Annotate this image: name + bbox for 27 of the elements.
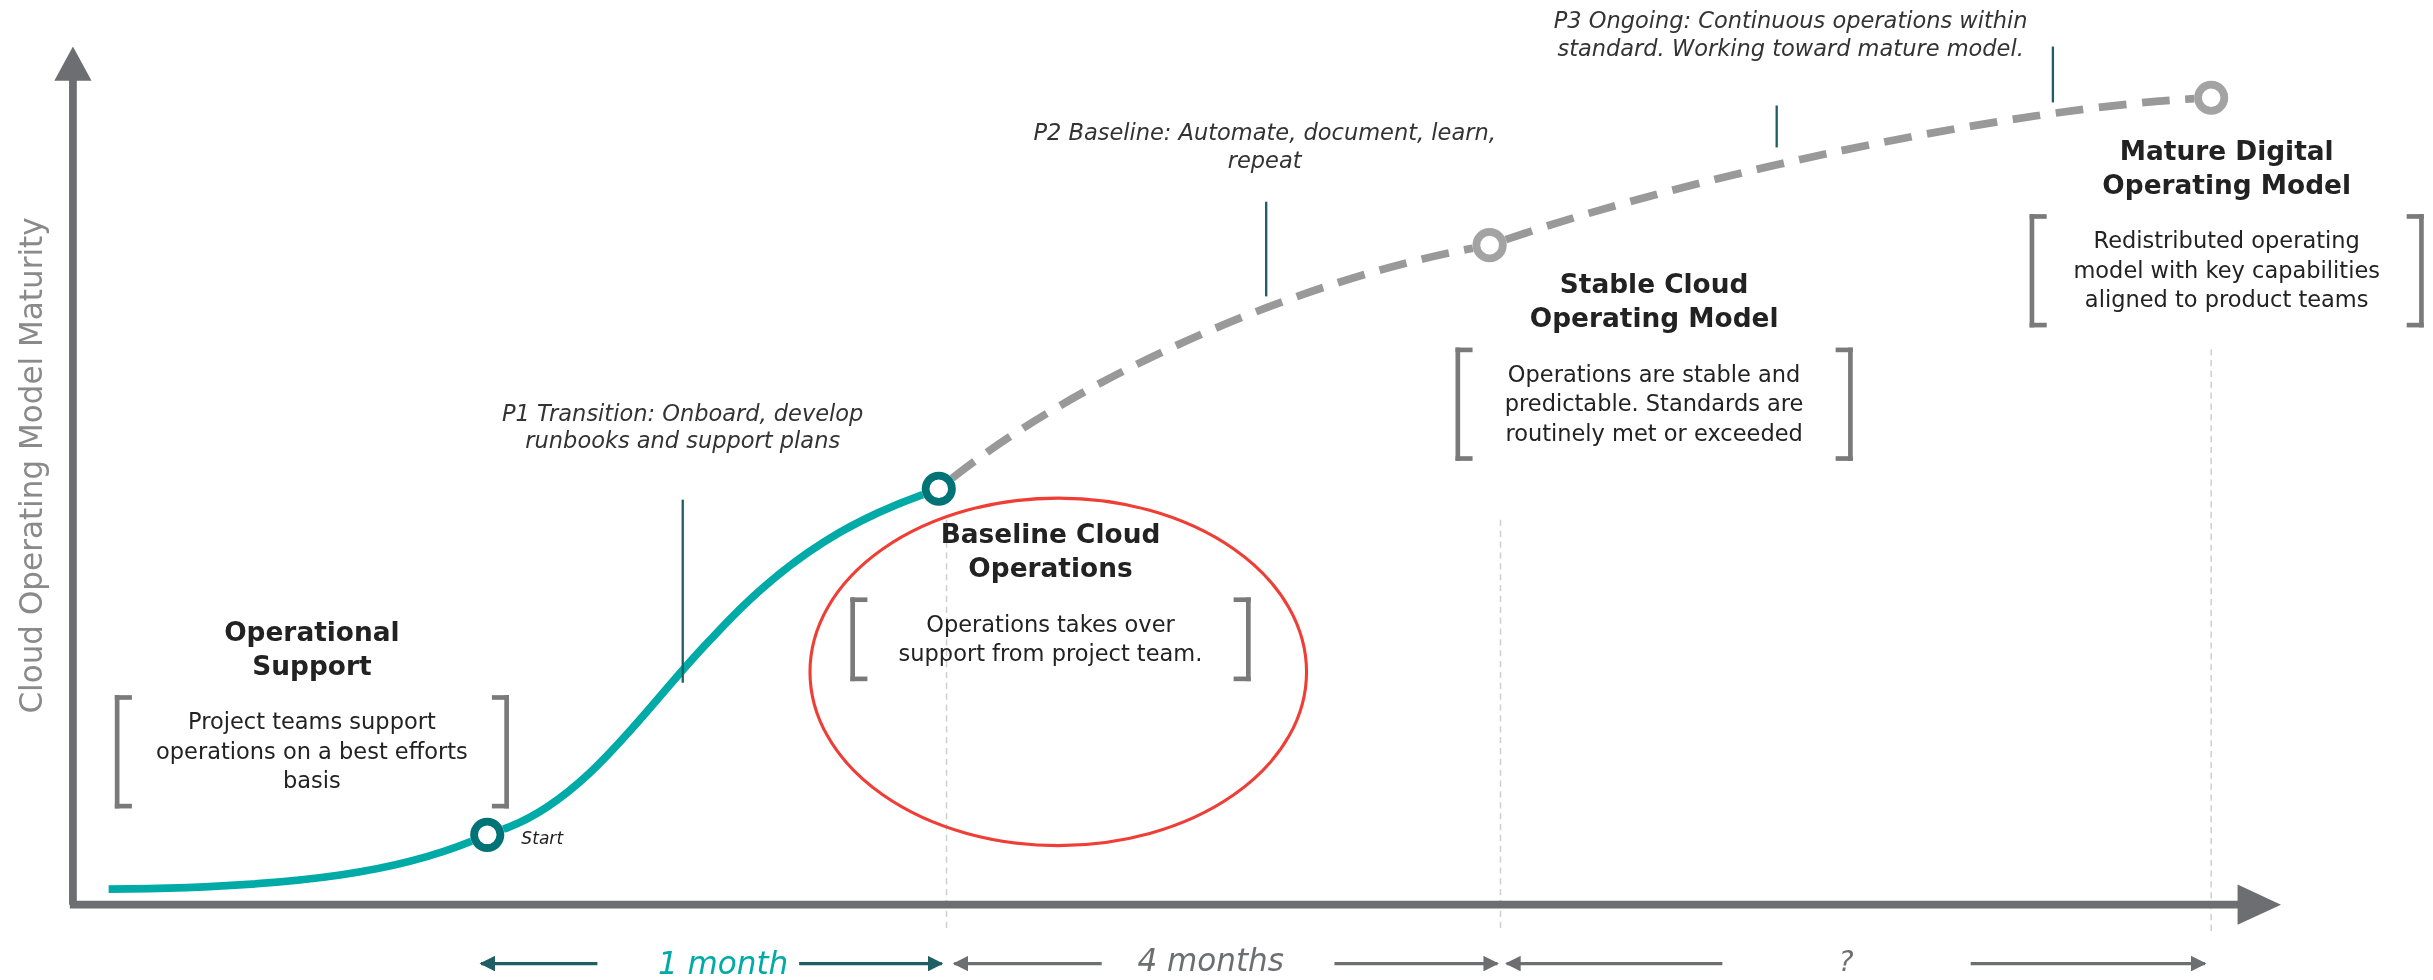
leader-line [1775, 105, 1778, 148]
milestone-marker [470, 817, 505, 852]
leader-line [2051, 46, 2055, 103]
milestone-title: Operational Support [223, 615, 401, 683]
duration-label: 4 months [1137, 941, 1284, 980]
phase-annotation: P3 Ongoing: Continuous operations within standard. Working toward mature model. [1552, 6, 2029, 63]
dashed-curve [1504, 94, 2195, 244]
phase-annotation: P1 Transition: Onboard, develop runbooks and support plans [501, 399, 865, 455]
duration-label: ? [1838, 944, 1854, 977]
dashed-curve [949, 244, 1474, 482]
growth-curve [501, 490, 925, 833]
milestone-marker [2194, 80, 2229, 115]
milestone-marker [1472, 228, 1507, 263]
duration-label: 1 month [657, 945, 789, 980]
leader-line [1265, 201, 1268, 297]
milestone-marker [921, 471, 956, 506]
bracketed-description: Operations takes over support from project team. [850, 597, 1251, 682]
leader-line [681, 499, 684, 683]
milestone-title: Baseline Cloud Operations [939, 517, 1162, 585]
milestone-title: Mature Digital Operating Model [2101, 134, 2353, 202]
milestone-title: Stable Cloud Operating Model [1528, 267, 1780, 336]
phase-annotation: P2 Baseline: Automate, document, learn, repeat [1032, 118, 1497, 174]
axis-title: Cloud Operating Model Maturity [12, 217, 50, 714]
bracketed-description: Operations are stable and predictable. Standards are routinely met or exceeded [1455, 347, 1853, 461]
bracketed-description: Redistributed operating model with key capabilities aligned to product teams [2029, 214, 2424, 328]
bracketed-description: Project teams support operations on a best efforts basis [114, 695, 509, 809]
milestone-label: Start [521, 828, 564, 849]
